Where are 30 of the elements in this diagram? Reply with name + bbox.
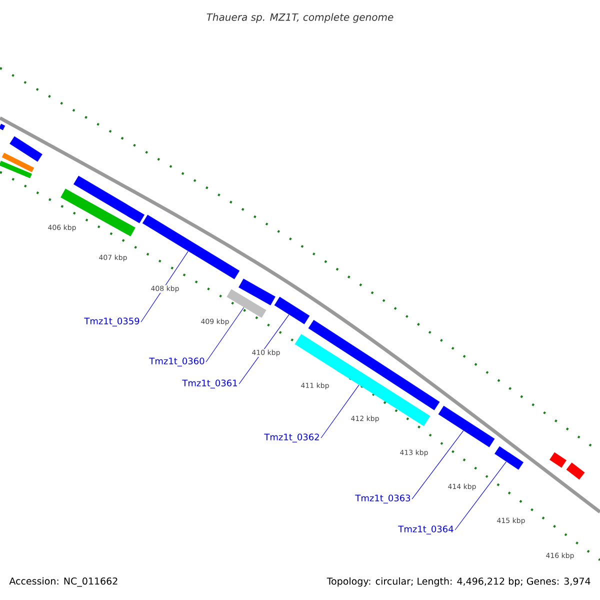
gene-label: Tmz1t_0364: [398, 526, 454, 534]
gene-bar: [294, 334, 430, 426]
gene-label: Tmz1t_0363: [355, 494, 410, 504]
accession-text: Accession: NC_011662: [9, 577, 118, 587]
gene-bar: [73, 176, 145, 224]
gene-bar: [550, 452, 566, 468]
gene-bar: [10, 136, 42, 162]
gene-bar: [0, 160, 32, 178]
leader-line: [454, 461, 506, 530]
gene-bar: [494, 446, 524, 470]
gene-label: Tmz1t_0359: [84, 318, 140, 326]
title: Thauera sp. MZ1T, complete genome: [206, 13, 394, 23]
gene-bar: [438, 406, 495, 448]
gene-bar: [226, 289, 266, 318]
leader-line: [140, 251, 188, 322]
gene-label: Tmz1t_0362: [264, 434, 319, 442]
leader-line: [238, 314, 290, 384]
gene-bar: [0, 124, 6, 130]
gene-bar: [238, 278, 276, 306]
gene-bar: [142, 214, 240, 280]
summary-text: Topology: circular; Length: 4,496,212 bp; Genes: 3,974: [326, 577, 590, 587]
gene-bar: [566, 462, 585, 480]
leader-line: [412, 430, 464, 500]
gene-bar: [274, 296, 310, 324]
gene-label: Tmz1t_0361: [182, 380, 237, 388]
leader-line: [320, 384, 360, 438]
leader-line: [206, 307, 244, 362]
gene-label: Tmz1t_0360: [149, 358, 204, 366]
gene-bar: [2, 152, 34, 172]
gene-bar: [60, 188, 136, 236]
